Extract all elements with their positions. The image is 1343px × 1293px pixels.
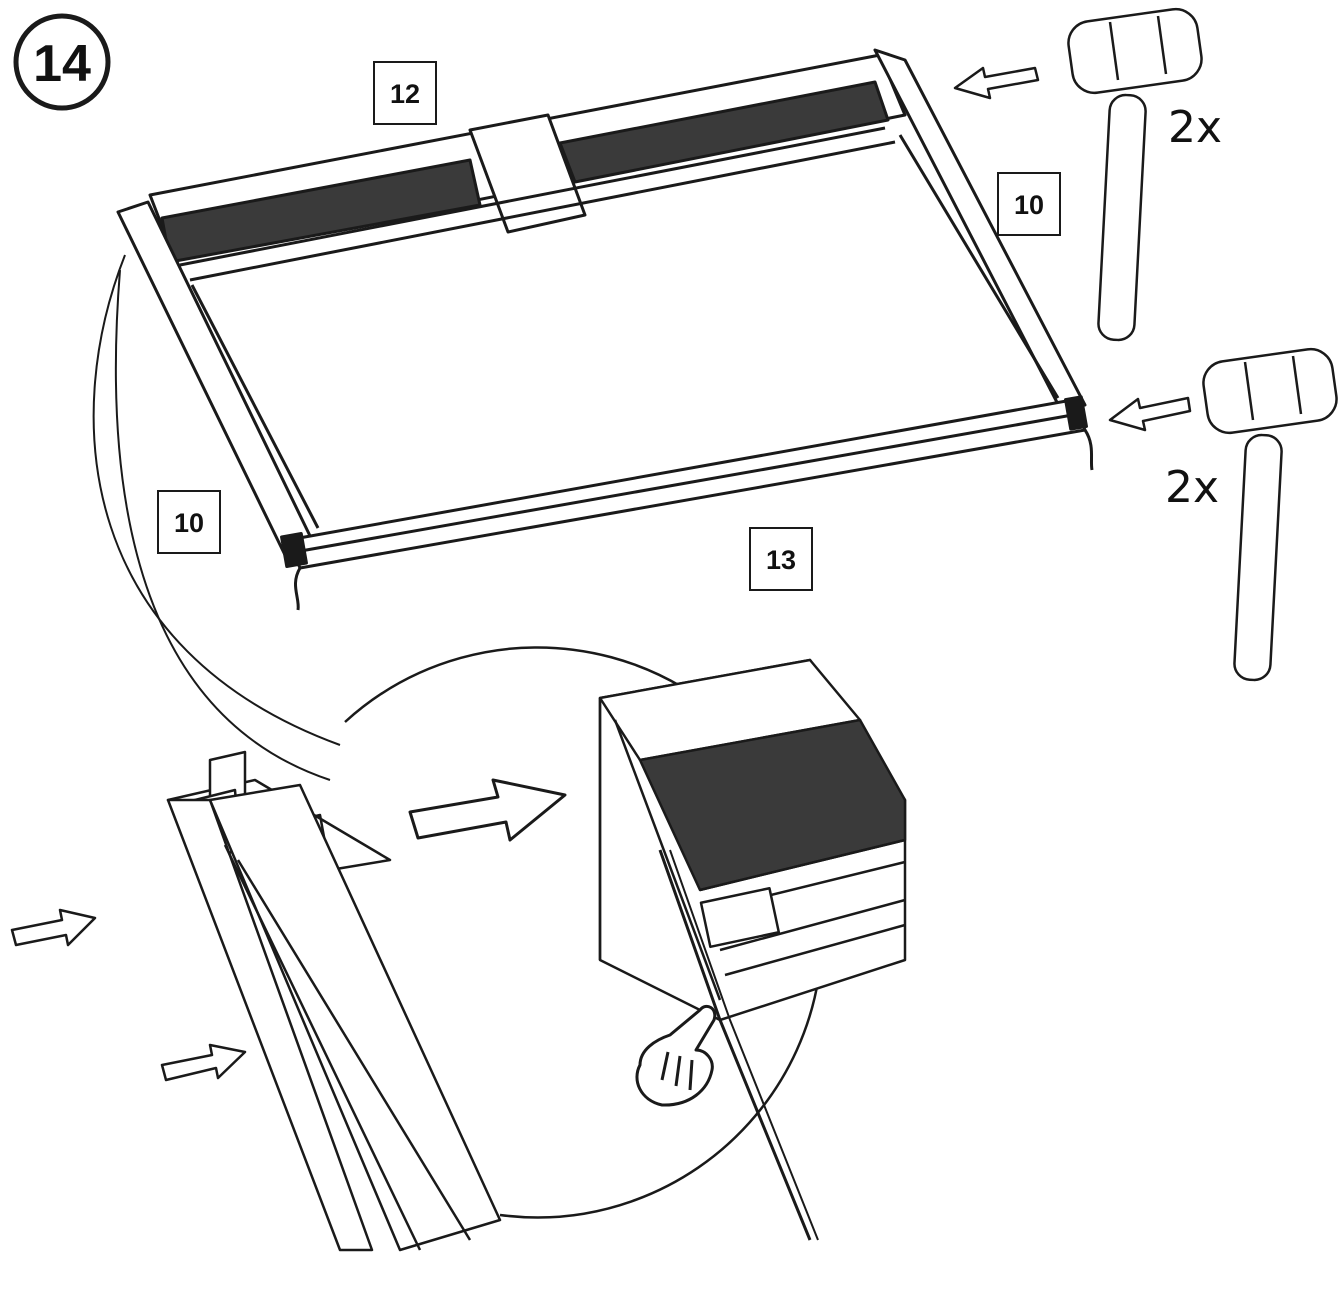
quantity-upper: 2x [1168,102,1222,153]
arrow-icon [408,778,567,842]
label-bottom-rail: 13 [749,527,813,591]
arrow-icon [160,1043,247,1082]
arrow-icon [953,66,1040,100]
callout-leaders [92,254,341,781]
arrow-icon [1108,396,1192,432]
frame-assembly [116,48,1094,611]
fabric-detail [638,718,907,892]
svg-text:10: 10 [174,508,204,538]
label-top-rail: 12 [373,61,437,125]
right-side-bar [873,48,1087,414]
mallet-icon [1067,7,1203,342]
svg-text:12: 12 [390,79,420,109]
pointing-hand-icon [635,1004,717,1107]
arrow-icon [10,908,97,947]
quantity-lower: 2x [1165,462,1219,513]
label-left-side: 10 [157,490,221,554]
label-right-side: 10 [997,172,1061,236]
step-number: 14 [33,35,91,93]
step-badge: 14 [13,13,111,111]
svg-text:13: 13 [766,545,796,575]
fabric-strip-right [558,80,890,184]
svg-text:10: 10 [1014,190,1044,220]
corner-enlargement [166,750,502,1252]
mallet-icon [1202,347,1338,682]
